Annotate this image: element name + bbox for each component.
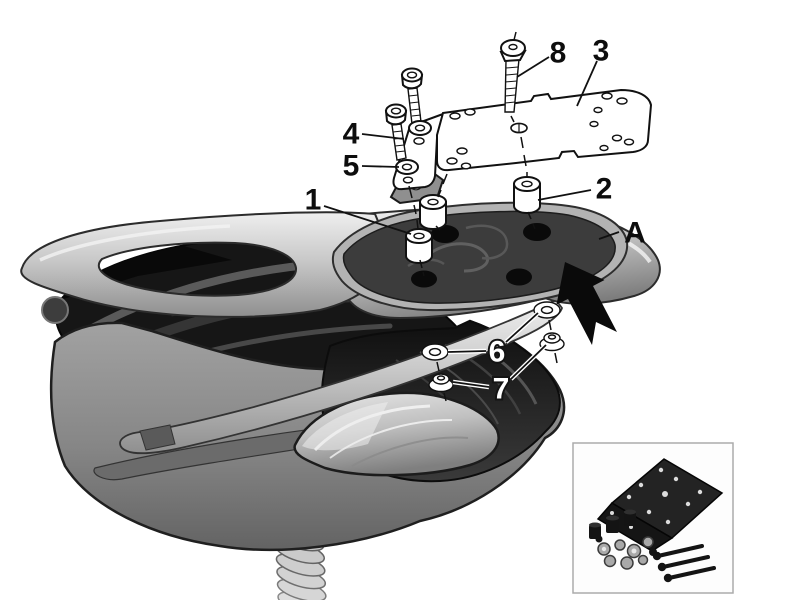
- bolt-4a: [400, 67, 424, 125]
- washer-6-right: [533, 301, 561, 319]
- label-part-6: 6: [489, 336, 506, 369]
- spacer-mid: [419, 194, 447, 230]
- grommet-7-left: [428, 373, 454, 393]
- label-part-8: 8: [550, 37, 567, 70]
- platform-hole: [523, 223, 551, 241]
- bolt-4b: [384, 103, 408, 161]
- inset-bolts: [656, 544, 716, 580]
- tail-light: [293, 391, 500, 477]
- bolt-8: [499, 31, 527, 123]
- inset-plate: [596, 458, 724, 552]
- plate-holes: [402, 92, 635, 184]
- part-labels: 1 2 3 4 5 6 7 8 A: [305, 35, 646, 408]
- label-part-5: 5: [343, 150, 360, 183]
- washer-5a: [408, 120, 432, 136]
- washer-5b: [395, 159, 419, 175]
- direction-arrow: [556, 262, 617, 345]
- label-part-2: 2: [596, 173, 613, 206]
- label-view-a: A: [624, 217, 646, 250]
- platform-hole: [411, 270, 437, 288]
- kit-photo-inset: [572, 442, 734, 594]
- side-rail-lower: [119, 298, 563, 455]
- washer-6-left: [421, 343, 449, 361]
- rail-tip-notch: [139, 424, 176, 451]
- label-part-3: 3: [593, 35, 610, 68]
- spacer-2-right: [513, 176, 541, 214]
- label-part-4: 4: [343, 118, 360, 151]
- label-part-7: 7: [493, 373, 510, 406]
- assembly-dashes: [408, 136, 536, 277]
- leader-lines: [323, 56, 620, 390]
- label-part-1: 1: [305, 184, 322, 217]
- platform-hole: [506, 268, 532, 286]
